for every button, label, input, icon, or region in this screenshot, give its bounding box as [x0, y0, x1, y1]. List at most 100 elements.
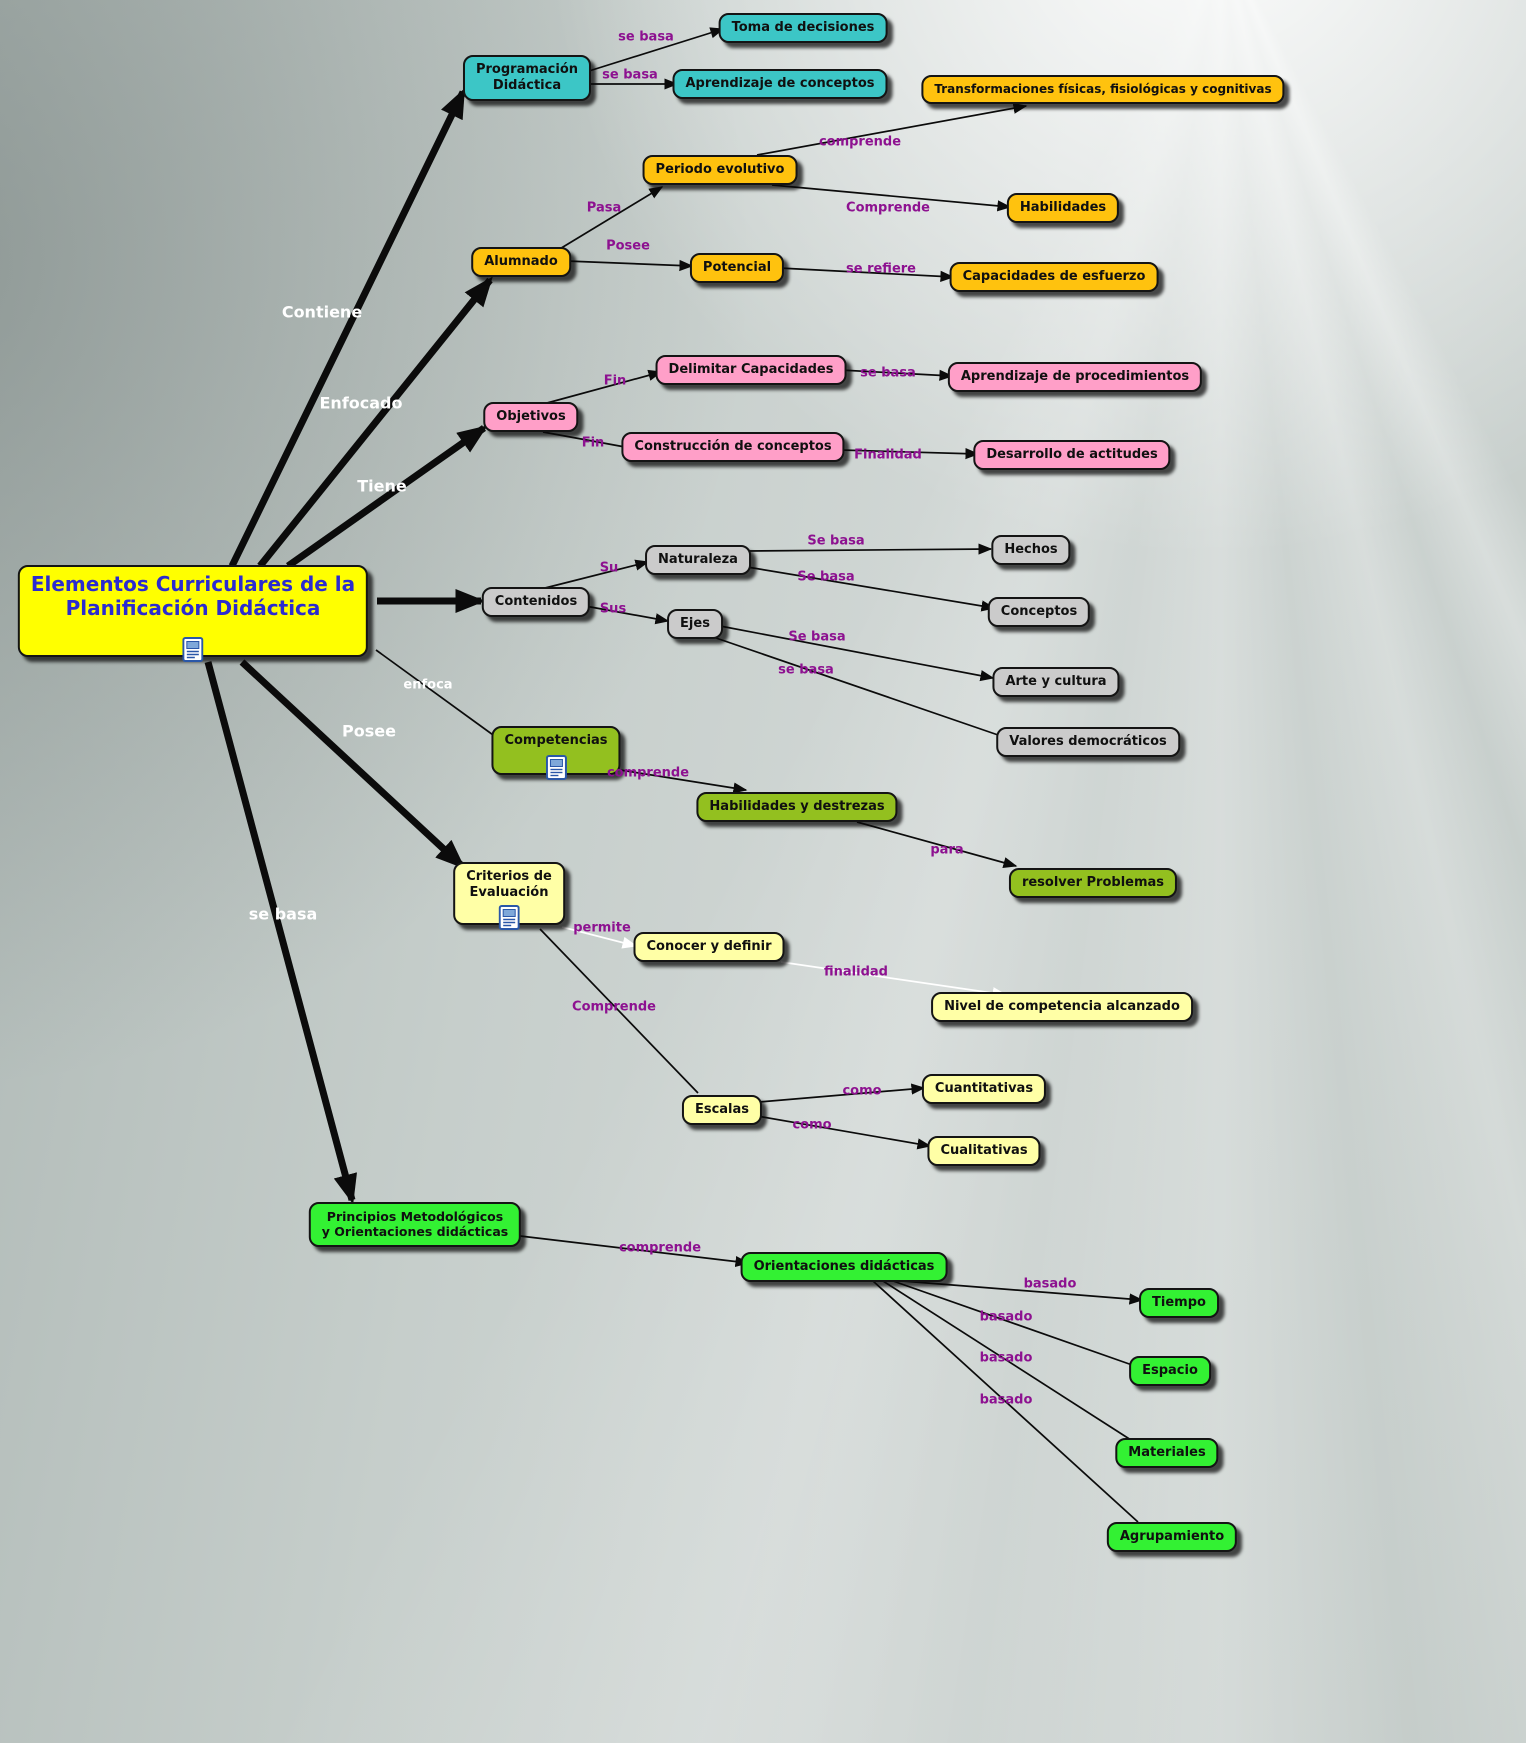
connector-line [546, 369, 663, 404]
node-toma-de-decisiones[interactable]: Toma de decisiones [718, 13, 888, 43]
node-delimitar-capacidades[interactable]: Delimitar Capacidades [655, 355, 847, 385]
node-programacion-didactica[interactable]: Programación Didáctica [462, 55, 592, 101]
node-label: Escalas [694, 1102, 750, 1117]
node-principios-metodologicos[interactable]: Principios Metodológicos y Orientaciones… [308, 1202, 522, 1247]
main-branch-line [257, 276, 493, 569]
node-label: Capacidades de esfuerzo [962, 269, 1146, 284]
node-conceptos[interactable]: Conceptos [987, 597, 1091, 627]
node-periodo-evolutivo[interactable]: Periodo evolutivo [642, 155, 798, 185]
node-label: Competencias [504, 733, 608, 748]
connector-line [780, 961, 1008, 999]
connector-line [778, 267, 955, 282]
node-escalas[interactable]: Escalas [681, 1095, 763, 1125]
connector-line [542, 431, 626, 448]
node-label: Tiempo [1152, 1295, 1206, 1310]
node-label: Contenidos [494, 594, 578, 609]
node-cuantitativas[interactable]: Cuantitativas [921, 1074, 1047, 1104]
node-alumnado[interactable]: Alumnado [471, 247, 571, 277]
node-hechos[interactable]: Hechos [991, 535, 1071, 565]
connector-line [839, 448, 980, 460]
main-branch-line [204, 661, 357, 1205]
node-label: Arte y cultura [1005, 674, 1107, 689]
node-label: Objetivos [496, 409, 566, 424]
node-resolver-problemas[interactable]: resolver Problemas [1008, 868, 1178, 898]
node-label: Potencial [702, 260, 772, 275]
node-label: Aprendizaje de conceptos [685, 76, 875, 91]
connector-line [539, 928, 699, 1094]
node-label: Materiales [1128, 1445, 1206, 1460]
connector-line [882, 1280, 1132, 1441]
connector-line [756, 102, 1028, 156]
node-label: Espacio [1142, 1363, 1198, 1378]
node-objetivos[interactable]: Objetivos [483, 402, 579, 432]
node-aprendizaje-de-procedimientos[interactable]: Aprendizaje de procedimientos [947, 362, 1203, 392]
connector-line [561, 926, 638, 949]
node-label: Orientaciones didácticas [753, 1259, 935, 1274]
connector-line [746, 543, 993, 555]
connector-line [719, 625, 995, 682]
node-transformaciones-fisicas[interactable]: Transformaciones físicas, fisiológicas y… [921, 75, 1285, 104]
node-agrupamiento[interactable]: Agrupamiento [1106, 1522, 1238, 1552]
node-label: Nivel de competencia alcanzado [944, 999, 1180, 1014]
node-competencias[interactable]: Competencias [491, 726, 621, 780]
node-valores-democraticos[interactable]: Valores democráticos [996, 727, 1180, 757]
node-tiempo[interactable]: Tiempo [1139, 1288, 1219, 1318]
node-cualitativas[interactable]: Cualitativas [927, 1136, 1041, 1166]
main-branch-line [239, 659, 466, 870]
node-label: Periodo evolutivo [655, 162, 785, 177]
node-label: Valores democráticos [1009, 734, 1167, 749]
node-arte-y-cultura[interactable]: Arte y cultura [992, 667, 1120, 697]
node-label: Habilidades y destrezas [709, 799, 885, 814]
connector-line [756, 1115, 932, 1150]
node-label: Programación Didáctica [475, 62, 579, 93]
connector-line [872, 1280, 1139, 1523]
node-desarrollo-de-actitudes[interactable]: Desarrollo de actitudes [973, 440, 1171, 470]
node-label: Alumnado [484, 254, 558, 269]
connector-line [758, 1083, 926, 1103]
node-criterios-de-evaluacion[interactable]: Criterios de Evaluación [453, 862, 565, 930]
node-label: resolver Problemas [1021, 875, 1165, 890]
connector-line [901, 1280, 1144, 1305]
connector-line [746, 566, 996, 612]
resource-icon[interactable] [545, 754, 567, 780]
node-label: Construcción de conceptos [634, 439, 832, 454]
node-label: Principios Metodológicos y Orientaciones… [321, 1209, 509, 1240]
node-label: Aprendizaje de procedimientos [960, 369, 1190, 384]
node-label: Elementos Curriculares de la Planificaci… [30, 572, 356, 621]
connector-line [715, 637, 1002, 737]
node-label: Conceptos [1000, 604, 1078, 619]
node-label: Hechos [1004, 542, 1058, 557]
connector-line [892, 1280, 1136, 1367]
node-label: Delimitar Capacidades [668, 362, 834, 377]
connector-line [839, 369, 954, 381]
node-label: Criterios de Evaluación [466, 869, 552, 900]
node-elementos-curriculares[interactable]: Elementos Curriculares de la Planificaci… [17, 565, 369, 662]
resource-icon[interactable] [182, 636, 204, 662]
node-label: Desarrollo de actitudes [986, 447, 1158, 462]
node-nivel-de-competencia-alcanzado[interactable]: Nivel de competencia alcanzado [931, 992, 1193, 1022]
node-label: Toma de decisiones [731, 20, 875, 35]
node-orientaciones-didacticas[interactable]: Orientaciones didácticas [740, 1252, 948, 1282]
node-ejes[interactable]: Ejes [667, 609, 723, 639]
node-label: Conocer y definir [646, 939, 772, 954]
connector-line [375, 649, 501, 741]
node-construccion-de-conceptos[interactable]: Construcción de conceptos [621, 432, 845, 462]
node-label: Habilidades [1019, 200, 1107, 215]
node-label: Cualitativas [940, 1143, 1028, 1158]
connector-line [519, 1235, 750, 1268]
node-label: Transformaciones físicas, fisiológicas y… [934, 82, 1272, 96]
node-contenidos[interactable]: Contenidos [481, 587, 591, 617]
node-potencial[interactable]: Potencial [689, 253, 785, 283]
node-espacio[interactable]: Espacio [1129, 1356, 1211, 1386]
node-aprendizaje-de-conceptos[interactable]: Aprendizaje de conceptos [672, 69, 888, 99]
node-capacidades-de-esfuerzo[interactable]: Capacidades de esfuerzo [949, 262, 1159, 292]
node-habilidades[interactable]: Habilidades [1006, 193, 1120, 223]
node-conocer-y-definir[interactable]: Conocer y definir [633, 932, 785, 962]
node-label: Ejes [680, 616, 710, 631]
resource-icon[interactable] [498, 904, 520, 930]
node-habilidades-y-destrezas[interactable]: Habilidades y destrezas [696, 792, 898, 822]
node-naturaleza[interactable]: Naturaleza [645, 545, 751, 575]
node-materiales[interactable]: Materiales [1115, 1438, 1219, 1468]
